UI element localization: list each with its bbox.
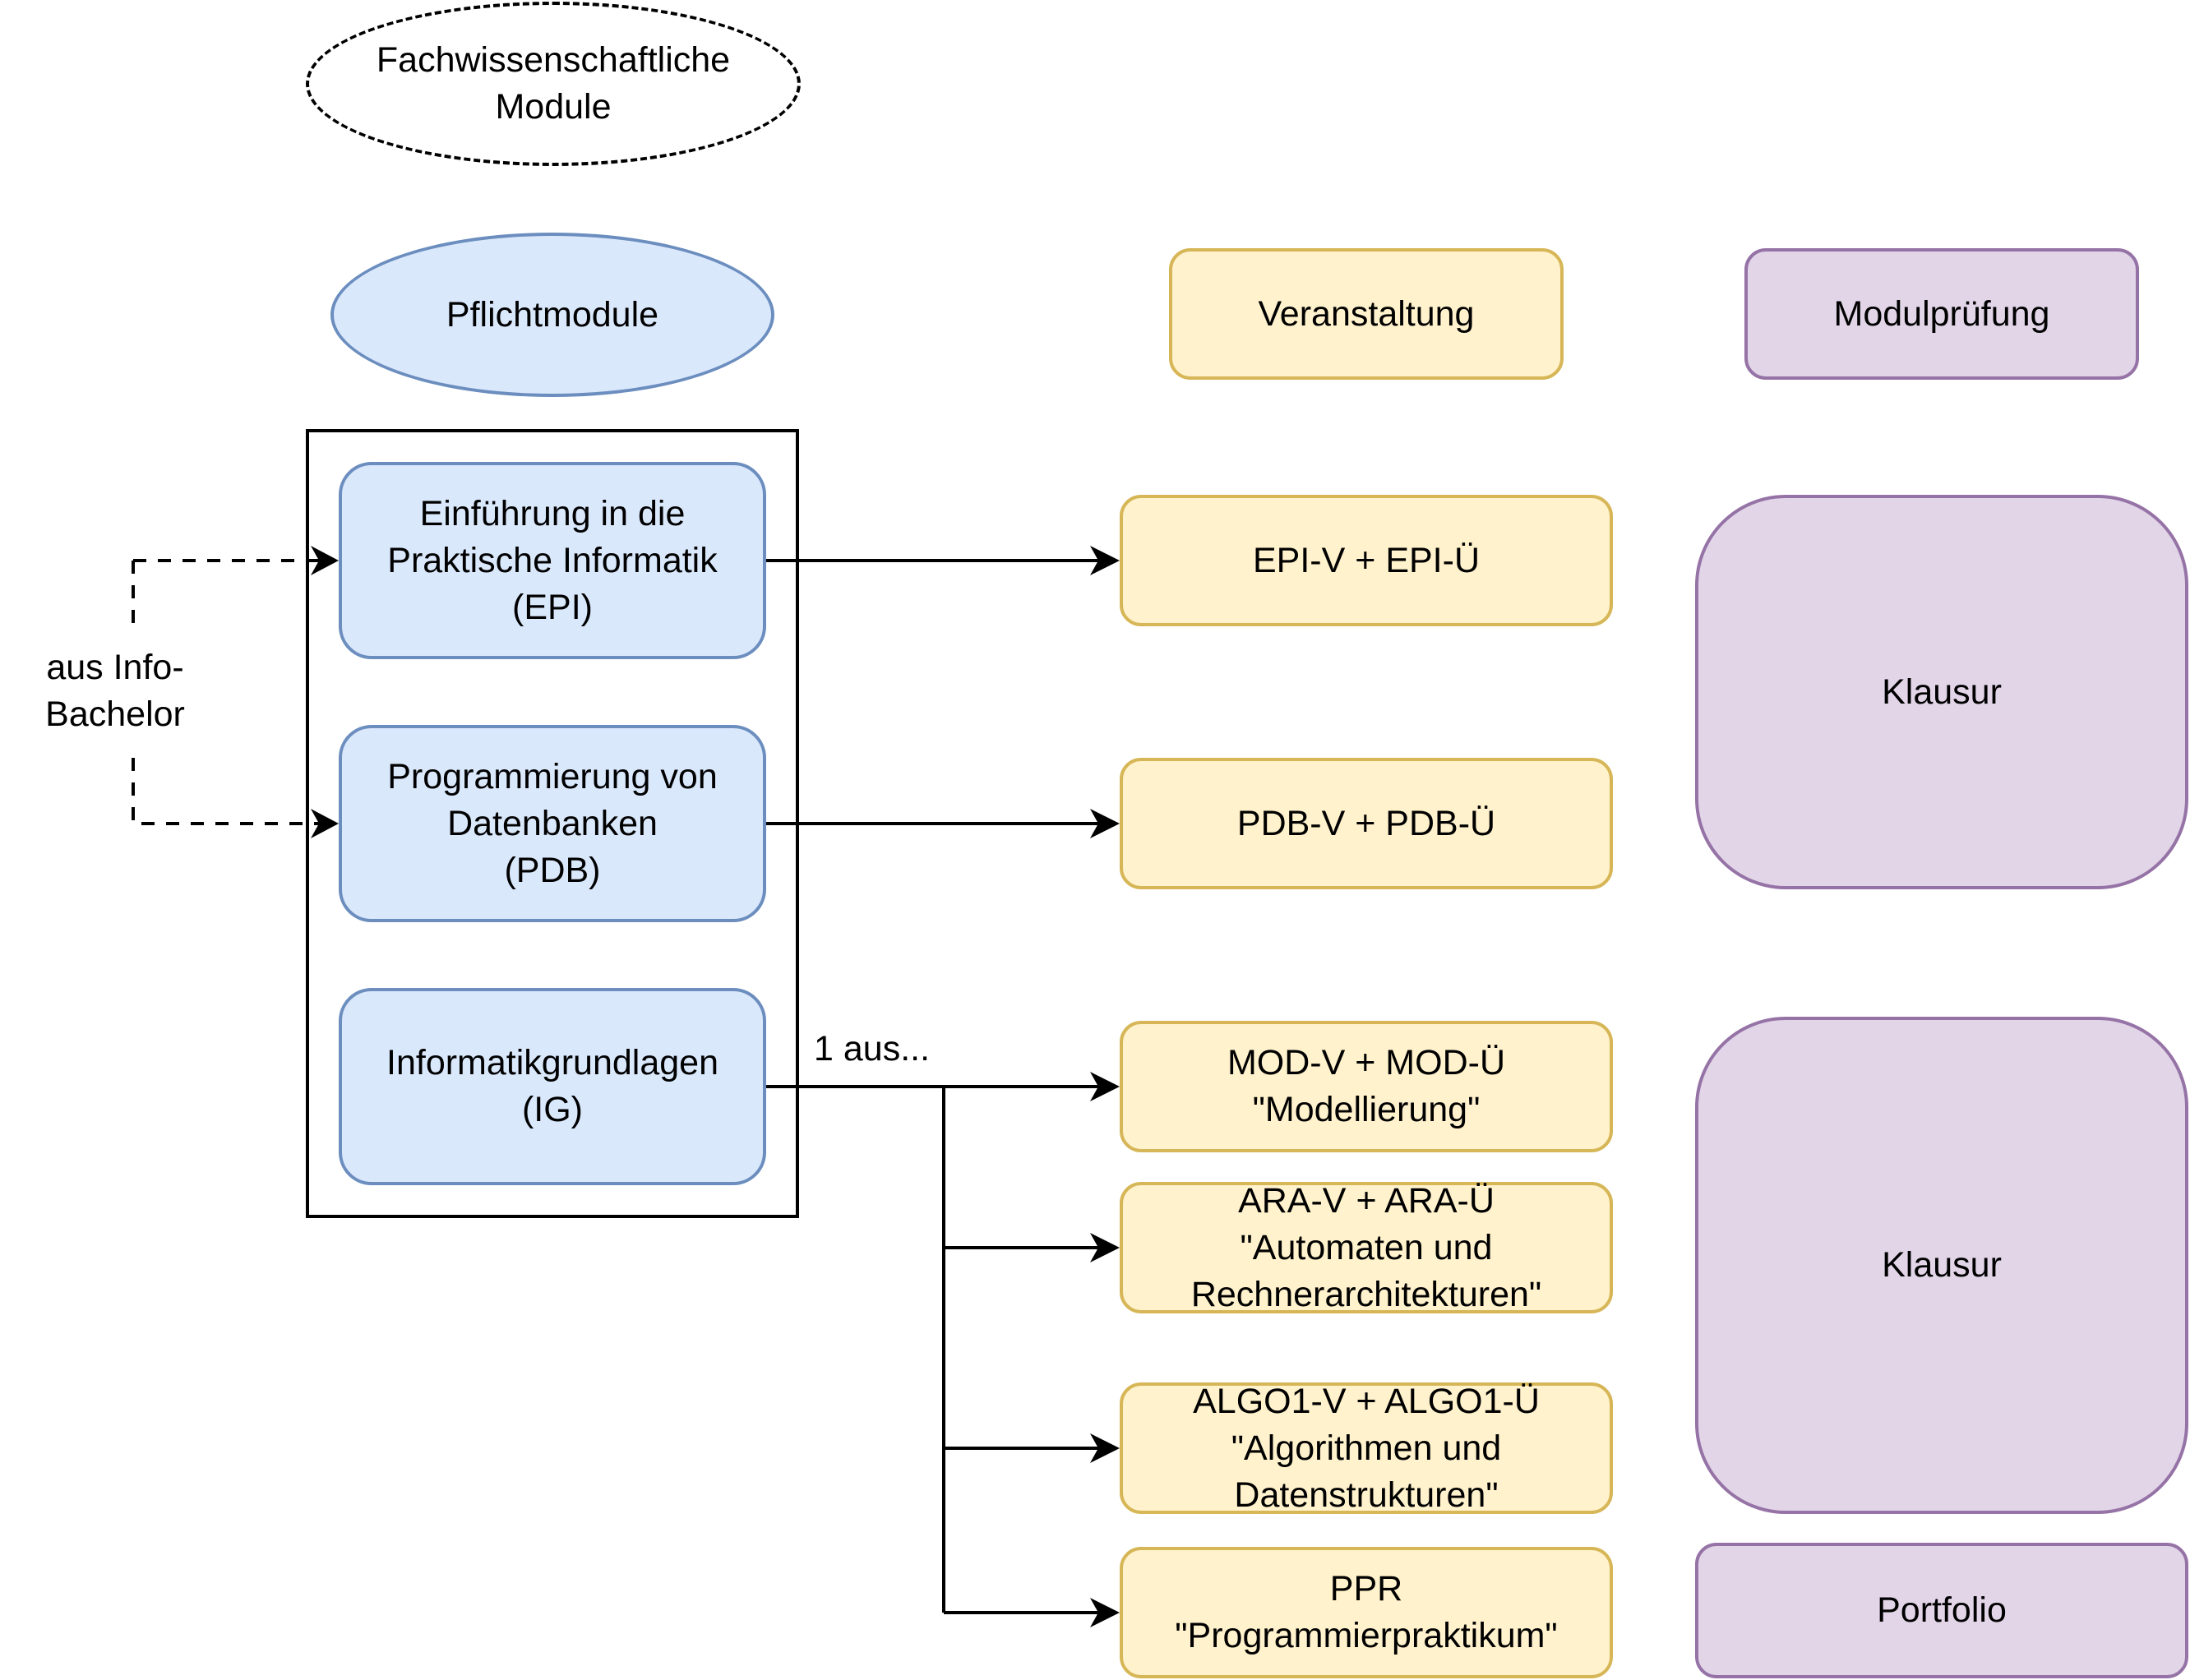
diagram-title: Fachwissenschaftliche Module xyxy=(376,40,731,127)
module-label: Informatikgrundlagen (IG) xyxy=(386,1043,718,1129)
course-ppr[interactable]: PPR "Programmierpraktikum" xyxy=(1120,1547,1613,1678)
course-ara[interactable]: ARA-V + ARA-Ü "Automaten und Rechnerarch… xyxy=(1120,1181,1613,1314)
edge-bachelor-to-pdb xyxy=(132,758,339,838)
arrowhead-icon xyxy=(1090,809,1120,838)
module-ig[interactable]: Informatikgrundlagen (IG) xyxy=(339,988,766,1185)
exam-label: Portfolio xyxy=(1877,1590,2007,1630)
choice-label: 1 aus... xyxy=(814,1029,931,1068)
course-epi[interactable]: EPI-V + EPI-Ü xyxy=(1120,495,1613,626)
course-pdb[interactable]: PDB-V + PDB-Ü xyxy=(1120,758,1613,889)
arrowhead-icon xyxy=(1090,1598,1120,1627)
exam-klausur-1[interactable]: Klausur xyxy=(1695,495,2188,889)
course-mod[interactable]: MOD-V + MOD-Ü "Modellierung" xyxy=(1120,1021,1613,1152)
courses-header-label: Veranstaltung xyxy=(1258,293,1475,334)
module-label: Einführung in die Praktische Informatik … xyxy=(387,493,718,627)
module-epi[interactable]: Einführung in die Praktische Informatik … xyxy=(339,462,766,659)
module-label: Programmierung von Datenbanken (PDB) xyxy=(387,756,718,890)
arrowhead-icon xyxy=(1090,1433,1120,1463)
exam-label: Klausur xyxy=(1882,1245,2002,1285)
arrowhead-icon xyxy=(311,809,339,838)
edge-bachelor-to-epi xyxy=(132,546,339,633)
edge-epi-to-course xyxy=(766,546,1120,575)
title-ellipse: Fachwissenschaftliche Module xyxy=(306,2,801,166)
side-label-bachelor: aus Info- Bachelor xyxy=(25,644,206,738)
course-label: EPI-V + EPI-Ü xyxy=(1253,540,1480,580)
exam-portfolio[interactable]: Portfolio xyxy=(1695,1543,2188,1678)
course-algo1[interactable]: ALGO1-V + ALGO1-Ü "Algorithmen und Daten… xyxy=(1120,1382,1613,1515)
arrowhead-icon xyxy=(1090,1072,1120,1101)
course-label: ARA-V + ARA-Ü "Automaten und Rechnerarch… xyxy=(1190,1180,1542,1314)
course-label: ALGO1-V + ALGO1-Ü "Algorithmen und Daten… xyxy=(1193,1381,1540,1515)
course-label: MOD-V + MOD-Ü "Modellierung" xyxy=(1227,1043,1506,1129)
modules-group-frame xyxy=(306,429,799,1218)
edge-pdb-to-course xyxy=(766,809,1120,838)
arrowhead-icon xyxy=(1090,1233,1120,1262)
module-pdb[interactable]: Programmierung von Datenbanken (PDB) xyxy=(339,725,766,922)
exams-header: Modulprüfung xyxy=(1744,248,2139,380)
arrowhead-icon xyxy=(1090,546,1120,575)
courses-header: Veranstaltung xyxy=(1169,248,1564,380)
exam-label: Klausur xyxy=(1882,672,2002,712)
modules-header-label: Pflichtmodule xyxy=(446,294,659,335)
exams-header-label: Modulprüfung xyxy=(1833,293,2050,334)
course-label: PPR "Programmierpraktikum" xyxy=(1175,1569,1558,1655)
exam-klausur-2[interactable]: Klausur xyxy=(1695,1017,2188,1514)
edge-ig-to-choices xyxy=(766,1072,1120,1627)
course-label: PDB-V + PDB-Ü xyxy=(1236,803,1496,843)
arrowhead-icon xyxy=(311,546,339,575)
modules-header: Pflichtmodule xyxy=(330,233,774,397)
